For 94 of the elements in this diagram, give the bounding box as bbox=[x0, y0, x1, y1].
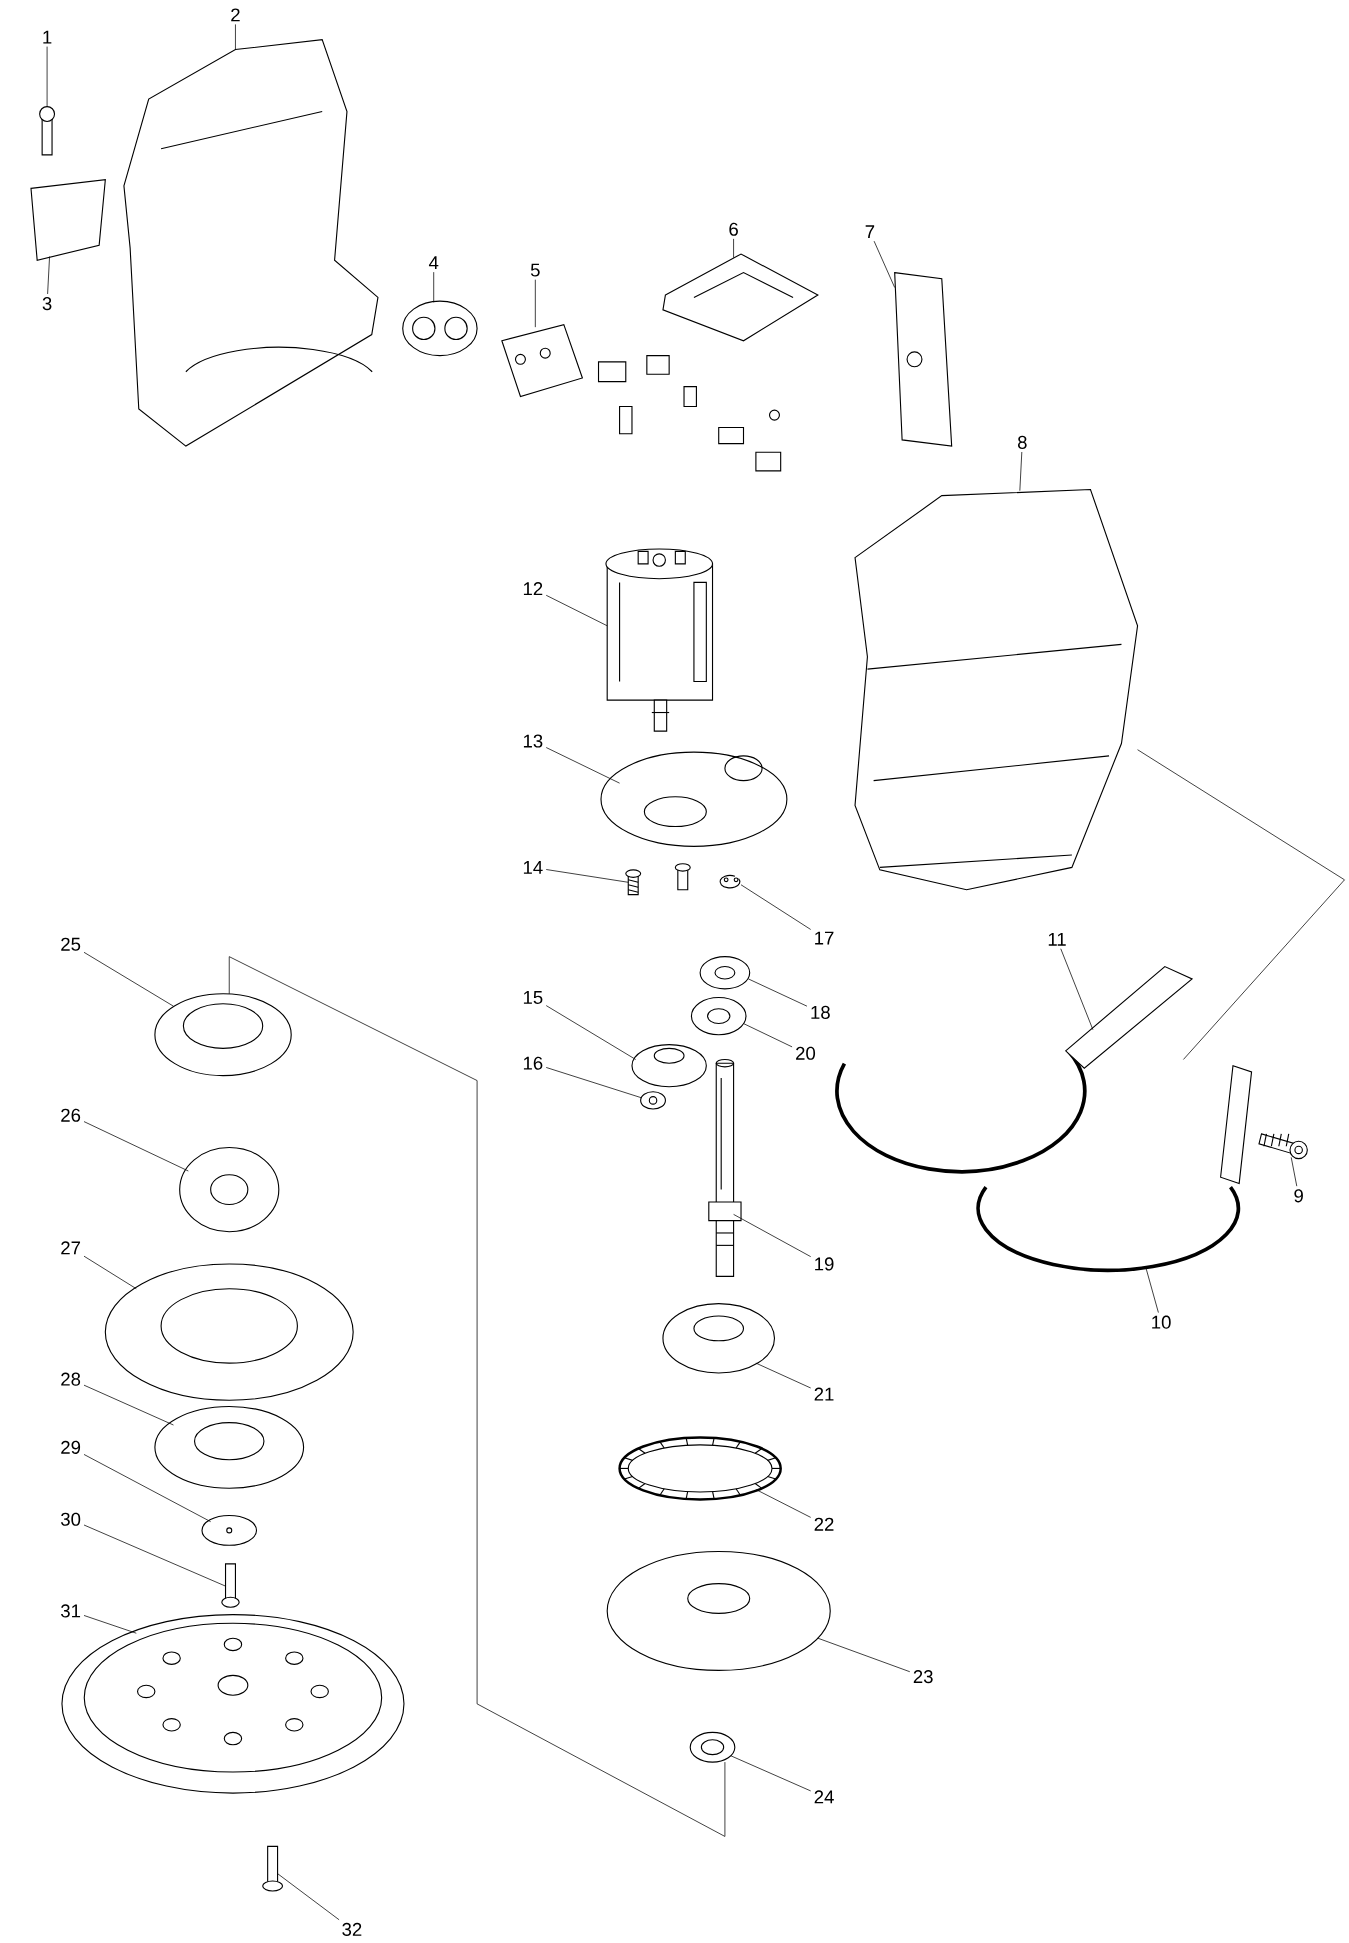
fan-drawing bbox=[606, 1550, 831, 1671]
leader-line bbox=[277, 1873, 340, 1921]
callout-number: 18 bbox=[811, 1005, 830, 1019]
band-drawing bbox=[976, 1064, 1252, 1273]
shaft-drawing bbox=[708, 1058, 742, 1277]
callout-number: 31 bbox=[60, 1604, 80, 1618]
leader-line bbox=[83, 1384, 174, 1426]
callout-number: 17 bbox=[814, 931, 834, 945]
leader-line bbox=[545, 594, 608, 627]
leader-line bbox=[1145, 1268, 1159, 1313]
washer-drawing bbox=[689, 1731, 736, 1763]
plate-drawing bbox=[600, 751, 788, 847]
leader-line bbox=[83, 1121, 189, 1172]
leader-line bbox=[83, 951, 174, 1007]
callout-number: 10 bbox=[1151, 1315, 1171, 1329]
ring-drawing bbox=[154, 993, 292, 1077]
leader-line bbox=[83, 1454, 211, 1523]
leader-line bbox=[1019, 451, 1022, 492]
seal-drawing bbox=[401, 300, 478, 357]
motor-drawing bbox=[605, 548, 713, 732]
screw-drawing bbox=[625, 869, 641, 896]
callout-number: 4 bbox=[428, 256, 439, 270]
callout-number: 30 bbox=[60, 1512, 80, 1526]
callout-number: 6 bbox=[729, 222, 738, 236]
leader-line bbox=[747, 978, 808, 1007]
bearing-drawing bbox=[690, 996, 747, 1036]
leader-line bbox=[83, 1615, 137, 1634]
callout-number: 15 bbox=[523, 991, 543, 1004]
leader-line bbox=[740, 884, 811, 930]
leader-line bbox=[742, 1023, 793, 1048]
callout-number: 1 bbox=[43, 30, 52, 44]
leader-line bbox=[46, 46, 48, 107]
gear-drawing bbox=[631, 1044, 707, 1088]
callout-number: 8 bbox=[1017, 435, 1027, 449]
band-drawing bbox=[834, 965, 1193, 1174]
leader-line bbox=[47, 256, 50, 295]
leader-line bbox=[433, 271, 434, 303]
housing-drawing bbox=[854, 488, 1138, 891]
callout-number: 5 bbox=[530, 263, 540, 277]
leader-line bbox=[1060, 948, 1094, 1031]
plate-drawing bbox=[154, 1405, 304, 1489]
callout-number: 13 bbox=[523, 734, 543, 748]
callout-number: 21 bbox=[814, 1387, 834, 1401]
callout-number: 9 bbox=[1294, 1189, 1303, 1203]
ring-drawing bbox=[719, 874, 741, 889]
callout-number: 27 bbox=[61, 1241, 80, 1255]
leader-line bbox=[733, 238, 734, 259]
screw-drawing bbox=[221, 1563, 240, 1608]
leader-line bbox=[534, 279, 536, 328]
assembly-line bbox=[228, 956, 726, 1837]
callout-number: 7 bbox=[865, 225, 874, 239]
callout-number: 28 bbox=[61, 1372, 80, 1386]
bearing-drawing bbox=[699, 956, 751, 990]
callout-number: 23 bbox=[913, 1670, 933, 1684]
callout-number: 25 bbox=[61, 937, 80, 951]
housing-half-drawing bbox=[123, 39, 379, 447]
bearing-drawing bbox=[178, 1146, 280, 1233]
callout-number: 24 bbox=[814, 1790, 834, 1804]
screw-drawing bbox=[261, 1845, 283, 1892]
callout-number: 14 bbox=[523, 861, 543, 874]
leader-line bbox=[755, 1362, 811, 1389]
callout-number: 3 bbox=[42, 297, 52, 311]
leader-line bbox=[1290, 1157, 1297, 1187]
screw-drawing bbox=[38, 106, 55, 156]
callout-number: 29 bbox=[61, 1440, 80, 1454]
label-plate-drawing bbox=[30, 179, 106, 261]
callout-number: 20 bbox=[795, 1046, 815, 1060]
leader-line bbox=[730, 1755, 811, 1792]
controller-drawing bbox=[662, 253, 819, 342]
leader-line bbox=[873, 240, 895, 288]
callout-number: 22 bbox=[814, 1517, 834, 1531]
plate-drawing bbox=[104, 1263, 354, 1401]
leader-line bbox=[817, 1637, 910, 1673]
leader-line bbox=[234, 24, 236, 50]
leader-line bbox=[545, 747, 620, 784]
pulley-drawing bbox=[662, 1303, 775, 1374]
screw-drawing bbox=[1258, 1133, 1308, 1160]
leader-line bbox=[755, 1489, 811, 1518]
callout-number: 32 bbox=[342, 1922, 362, 1936]
washer-drawing bbox=[201, 1514, 257, 1546]
nut-drawing bbox=[639, 1091, 666, 1110]
callout-number: 19 bbox=[814, 1257, 834, 1271]
callout-number: 26 bbox=[61, 1108, 80, 1122]
leader-line bbox=[83, 1255, 137, 1290]
callout-number: 16 bbox=[523, 1056, 543, 1070]
leader-line bbox=[545, 1005, 636, 1060]
callout-number: 2 bbox=[231, 8, 240, 22]
leader-line bbox=[83, 1524, 226, 1587]
assembly-line bbox=[1136, 749, 1345, 1060]
callout-number: 11 bbox=[1048, 932, 1066, 946]
leader-line bbox=[545, 1067, 643, 1099]
belt-drawing bbox=[618, 1436, 782, 1501]
callout-number: 12 bbox=[523, 582, 543, 596]
leader-line bbox=[545, 869, 629, 883]
